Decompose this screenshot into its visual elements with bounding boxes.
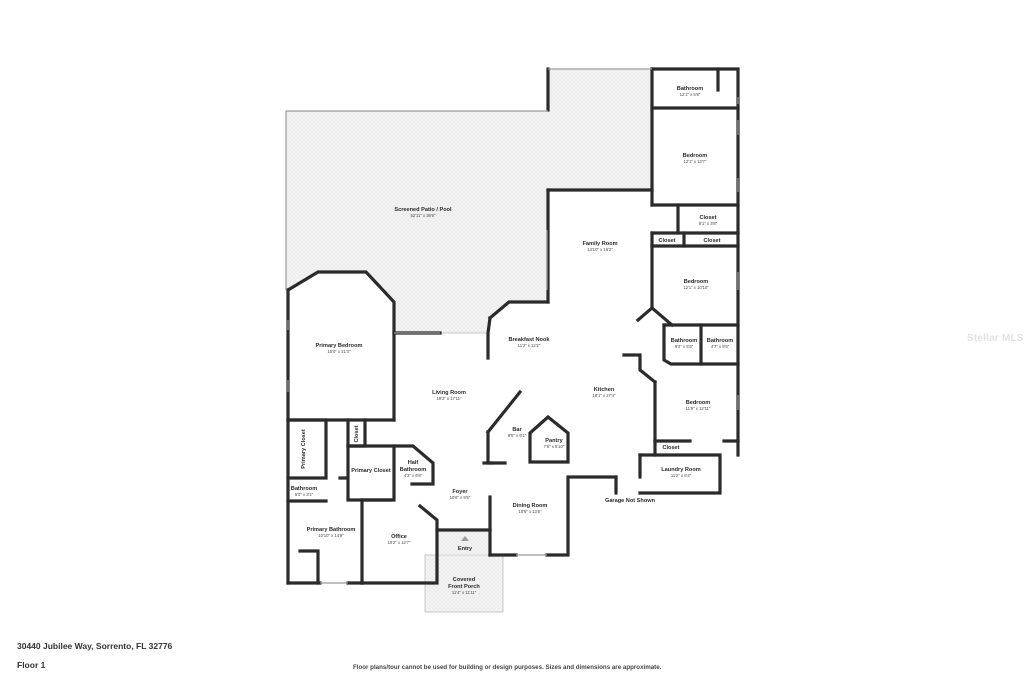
primary-bathroom-dim: 10'10" x 14'9"	[318, 533, 344, 538]
laundry-room-name: Laundry Room	[661, 467, 700, 473]
office-dim: 10'2" x 12'7"	[388, 540, 411, 545]
bathroom-small-name: Bathroom	[291, 486, 317, 492]
closet-b-name: Closet	[658, 238, 675, 244]
living-room-dim: 18'3" x 17'11"	[437, 396, 462, 401]
foyer-name: Foyer	[452, 489, 468, 495]
front-porch-dim: 11'4" x 11'11"	[452, 590, 477, 595]
living-room-name: Living Room	[432, 390, 466, 396]
garage-note: Garage Not Shown	[605, 498, 656, 504]
kitchen-dim: 18'1" x 27'4"	[593, 393, 616, 398]
office-name: Office	[391, 534, 407, 540]
primary-bedroom-dim: 15'0" x 21'3"	[328, 349, 351, 354]
closet-small-name: Closet	[354, 425, 360, 442]
watermark-logo: Stellar MLS	[967, 333, 1024, 344]
bar-name: Bar	[512, 427, 522, 433]
bathroom-b-dim: 4'7" x 5'5"	[711, 344, 730, 349]
dining-room-name: Dining Room	[513, 503, 548, 509]
bar-dim: 8'5" x 9'1"	[508, 433, 527, 438]
primary-bedroom-name: Primary Bedroom	[316, 343, 363, 349]
half-bathroom-name-1: Half	[408, 460, 419, 466]
bedroom-mid-dim: 12'1" x 10'10"	[683, 285, 709, 290]
pantry-name: Pantry	[545, 438, 563, 444]
entry-name: Entry	[458, 546, 473, 552]
half-bathroom-name-2: Bathroom	[400, 467, 426, 473]
entry-arrow-icon	[461, 536, 469, 541]
closet-a-dim: 8'1" x 3'8"	[699, 221, 718, 226]
front-porch-name-2: Front Porch	[448, 584, 480, 590]
primary-bathroom-name: Primary Bathroom	[307, 527, 356, 533]
breakfast-nook-dim: 11'2" x 12'2"	[518, 343, 541, 348]
family-room-dim: 14'10" x 16'2"	[587, 247, 613, 252]
windows	[285, 68, 739, 584]
bathroom-b-name: Bathroom	[707, 338, 733, 344]
screened-patio-area	[285, 68, 653, 334]
bedroom-low-dim: 11'9" x 12'11"	[686, 406, 711, 411]
breakfast-nook-name: Breakfast Nook	[508, 337, 550, 343]
bathroom-top-name: Bathroom	[677, 86, 703, 92]
bathroom-small-dim: 5'0" x 3'1"	[295, 492, 314, 497]
dining-room-dim: 10'9" x 13'6"	[519, 509, 542, 514]
primary-closet-v-name: Primary Closet	[301, 429, 307, 469]
laundry-room-dim: 11'2" x 5'4"	[671, 473, 692, 478]
bedroom-top-dim: 12'1" x 13'7"	[684, 159, 707, 164]
bathroom-a-dim: 9'3" x 5'5"	[675, 344, 694, 349]
bedroom-top-name: Bedroom	[683, 153, 708, 159]
property-address: 30440 Jubilee Way, Sorrento, FL 32776	[17, 641, 173, 651]
screened-patio-dim: 52'11" x 38'6"	[411, 213, 436, 218]
closet-c-name: Closet	[703, 238, 720, 244]
walls	[285, 67, 740, 585]
closet-a-name: Closet	[699, 215, 716, 221]
disclaimer-text: Floor plans/tour cannot be used for buil…	[353, 664, 662, 671]
bathroom-a-name: Bathroom	[671, 338, 697, 344]
floor-label: Floor 1	[17, 660, 46, 670]
bedroom-low-name: Bedroom	[686, 400, 711, 406]
entry-area	[436, 529, 491, 556]
half-bathroom-dim: 4'3" x 6'8"	[404, 473, 423, 478]
closet-d-name: Closet	[662, 445, 679, 451]
pantry-dim: 7'6" x 5'10"	[544, 444, 565, 449]
room-labels: Screened Patio / Pool 52'11" x 38'6" Bat…	[291, 86, 733, 595]
primary-closet-name: Primary Closet	[351, 468, 391, 474]
bathroom-top-dim: 12'1" x 5'8"	[680, 92, 701, 97]
bedroom-mid-name: Bedroom	[684, 279, 709, 285]
family-room-name: Family Room	[582, 241, 617, 247]
screened-patio-name: Screened Patio / Pool	[394, 207, 452, 213]
kitchen-name: Kitchen	[594, 387, 615, 393]
front-porch-name-1: Covered	[453, 577, 476, 583]
foyer-dim: 10'6" x 9'6"	[450, 495, 471, 500]
